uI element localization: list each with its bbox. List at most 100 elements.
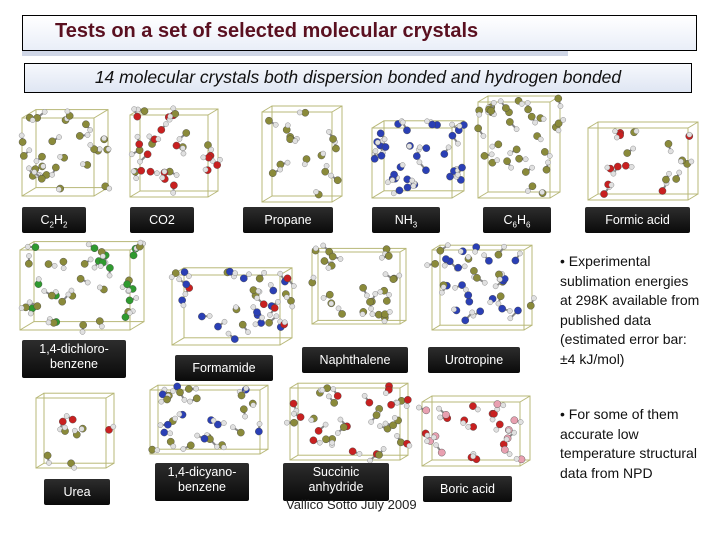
- crystal-formic-acid-atom: [614, 134, 620, 141]
- crystal-succinic-anhydride-atom: [387, 401, 395, 409]
- crystal-nh3-atom: [416, 159, 423, 166]
- label-boric-acid: Boric acid: [423, 476, 512, 502]
- crystal-c6h6-atom: [502, 104, 510, 112]
- crystal-c6h6-atom: [487, 107, 495, 115]
- crystal-urotropine-atom: [442, 255, 450, 263]
- crystal-dicyanobenzene-atom: [172, 415, 178, 422]
- crystal-propane-atom: [328, 172, 334, 179]
- crystal-boric-acid-cell-edge: [421, 395, 433, 403]
- crystal-naphthalene-atom: [369, 311, 376, 317]
- crystal-propane-atom: [302, 155, 311, 163]
- crystal-formamide-atom: [275, 299, 281, 305]
- crystal-formic-acid-cell-edge: [687, 121, 699, 129]
- crystal-urotropine-atom: [436, 246, 445, 255]
- crystal-succinic-anhydride-atom: [394, 433, 400, 439]
- crystal-succinic-anhydride-atom: [322, 435, 330, 444]
- crystal-c6h6-atom: [519, 101, 525, 107]
- crystal-formamide-atom: [221, 318, 228, 325]
- crystal-nh3-atom: [422, 144, 431, 152]
- crystal-urotropine-atom: [457, 248, 464, 255]
- crystal-c6h6-atom: [542, 165, 551, 174]
- crystal-c6h6-cell-back: [487, 95, 561, 193]
- crystal-formamide-atom: [225, 330, 232, 337]
- crystal-urotropine-atom: [464, 291, 473, 299]
- crystal-urotropine-atom: [497, 276, 503, 283]
- crystal-dicyanobenzene-atom: [163, 395, 171, 404]
- crystal-boric-acid-atom: [489, 416, 496, 423]
- crystal-c2h2-atom: [29, 117, 36, 123]
- crystal-succinic-anhydride-atom: [330, 386, 337, 392]
- crystal-succinic-anhydride-atom: [365, 398, 374, 407]
- crystal-c6h6-atom: [557, 103, 564, 109]
- crystal-urea-atom: [46, 460, 52, 466]
- crystal-urotropine-atom: [454, 263, 462, 272]
- crystal-dicyanobenzene-atom: [193, 385, 199, 392]
- crystal-co2-atom: [182, 129, 191, 137]
- crystal-co2-atom: [170, 181, 178, 190]
- crystal-formic-acid-atom: [623, 149, 632, 157]
- crystal-propane-atom: [323, 163, 330, 169]
- crystal-c6h6-atom: [529, 164, 535, 171]
- crystal-formamide-atom: [230, 335, 239, 343]
- crystal-urea-atom: [43, 451, 52, 460]
- crystal-dichlorobenzene-atom: [68, 287, 75, 294]
- crystal-boric-acid-atom: [493, 426, 500, 433]
- crystal-formic-acid-atom: [608, 182, 615, 188]
- crystal-co2-atom: [217, 156, 223, 163]
- crystal-c6h6-atom: [546, 153, 553, 159]
- crystal-co2-atom: [204, 153, 213, 162]
- crystal-urotropine-atom: [481, 252, 487, 259]
- crystal-formamide-atom: [171, 269, 180, 277]
- crystal-naphthalene-atom: [328, 300, 335, 307]
- crystal-urotropine-atom: [517, 250, 523, 257]
- crystal-succinic-anhydride-atom: [356, 451, 363, 457]
- crystal-urotropine-atom: [441, 262, 448, 269]
- crystal-formic-acid-atom: [686, 131, 693, 138]
- crystal-succinic-anhydride-atom: [375, 451, 383, 459]
- crystal-co2-atom: [130, 168, 137, 175]
- crystal-boric-acid-atom: [513, 455, 520, 462]
- crystal-c6h6-atom: [522, 156, 529, 163]
- crystal-succinic-anhydride-atom: [389, 421, 397, 430]
- crystal-c6h6-atom: [541, 148, 549, 156]
- crystal-formic-acid-cell-back: [597, 121, 699, 195]
- crystal-nh3-atom: [372, 148, 379, 154]
- crystal-c6h6-atom: [524, 100, 531, 106]
- crystal-co2-atom: [134, 133, 141, 140]
- crystal-c6h6-atom: [506, 118, 514, 126]
- crystal-succinic-anhydride-atom: [333, 392, 342, 400]
- crystal-dicyanobenzene-atom: [193, 394, 201, 403]
- crystal-urotropine-atom: [487, 299, 493, 306]
- crystal-c2h2-atom: [18, 132, 25, 139]
- crystal-formic-acid-atom: [688, 158, 695, 165]
- label-urea: Urea: [44, 479, 110, 505]
- crystal-naphthalene-atom: [320, 257, 329, 265]
- page-title: Tests on a set of selected molecular cry…: [55, 20, 479, 42]
- crystal-urotropine-atom: [501, 243, 507, 250]
- crystal-urea-atom: [68, 415, 77, 424]
- crystal-nh3-atom: [395, 186, 404, 195]
- crystal-dicyanobenzene-atom: [237, 391, 246, 400]
- crystal-succinic-anhydride-atom: [291, 410, 297, 417]
- crystal-urea-atom: [67, 459, 75, 468]
- crystal-formic-acid-atom: [613, 162, 622, 171]
- label-dichlorobenzene-line2: benzene: [50, 357, 98, 371]
- crystal-urea-cell-edge: [35, 462, 45, 469]
- crystal-formic-acid-cell: [587, 127, 689, 201]
- crystal-urea-atom: [63, 413, 70, 419]
- crystal-boric-acid-atom: [470, 453, 476, 460]
- crystal-c2h2-atom: [26, 147, 33, 154]
- footer-text: Vallico Sotto July 2009: [286, 497, 417, 512]
- crystal-co2-atom: [202, 166, 209, 173]
- crystal-nh3-atom: [409, 177, 415, 184]
- crystal-dicyanobenzene-atom: [250, 402, 257, 408]
- crystal-dichlorobenzene-atom: [123, 280, 131, 289]
- crystal-dichlorobenzene-atom: [137, 239, 144, 246]
- crystal-co2-atom: [159, 174, 166, 181]
- crystal-formamide-atom: [261, 269, 267, 276]
- crystal-nh3-atom: [422, 166, 430, 175]
- crystal-boric-acid-atom: [431, 434, 437, 441]
- crystal-nh3-cell-edge: [451, 190, 465, 199]
- crystal-c6h6-atom: [488, 151, 495, 158]
- crystal-formic-acid-atom: [604, 164, 611, 171]
